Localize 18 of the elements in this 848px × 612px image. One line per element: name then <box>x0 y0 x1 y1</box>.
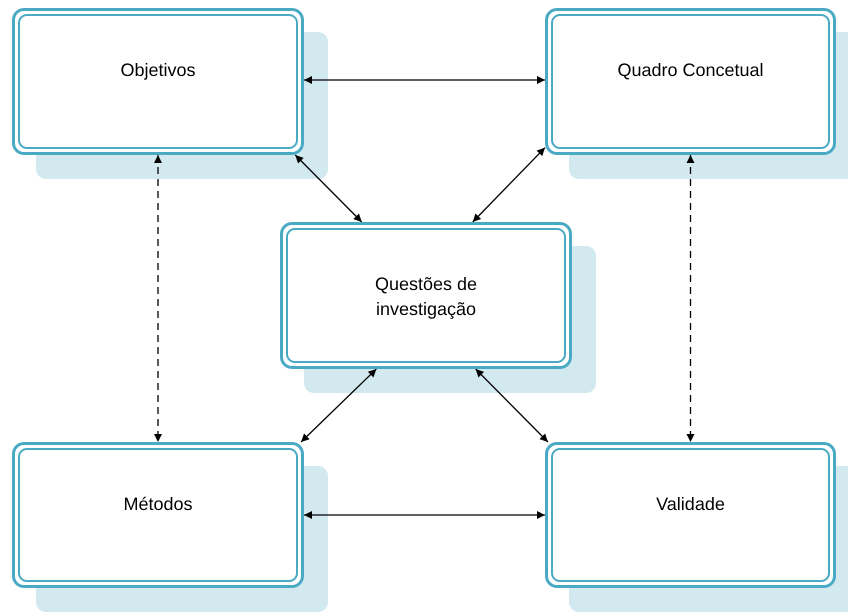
arrow <box>304 76 545 84</box>
dashed-arrow <box>686 155 694 442</box>
box-label: Questões de investigação <box>374 273 478 321</box>
dashed-arrow <box>154 155 162 442</box>
box-label: Objetivos <box>120 59 196 82</box>
process-box <box>12 8 304 155</box>
box-label: Métodos <box>123 493 193 516</box>
arrow <box>475 368 548 442</box>
arrow <box>300 368 377 442</box>
process-box <box>280 222 572 369</box>
arrow <box>472 147 546 222</box>
arrow <box>294 154 362 222</box>
arrow <box>304 511 545 519</box>
process-box <box>545 8 836 155</box>
box-label: Quadro Concetual <box>617 59 764 82</box>
process-box <box>545 442 836 588</box>
box-label: Validade <box>656 493 725 516</box>
process-box <box>12 442 304 588</box>
